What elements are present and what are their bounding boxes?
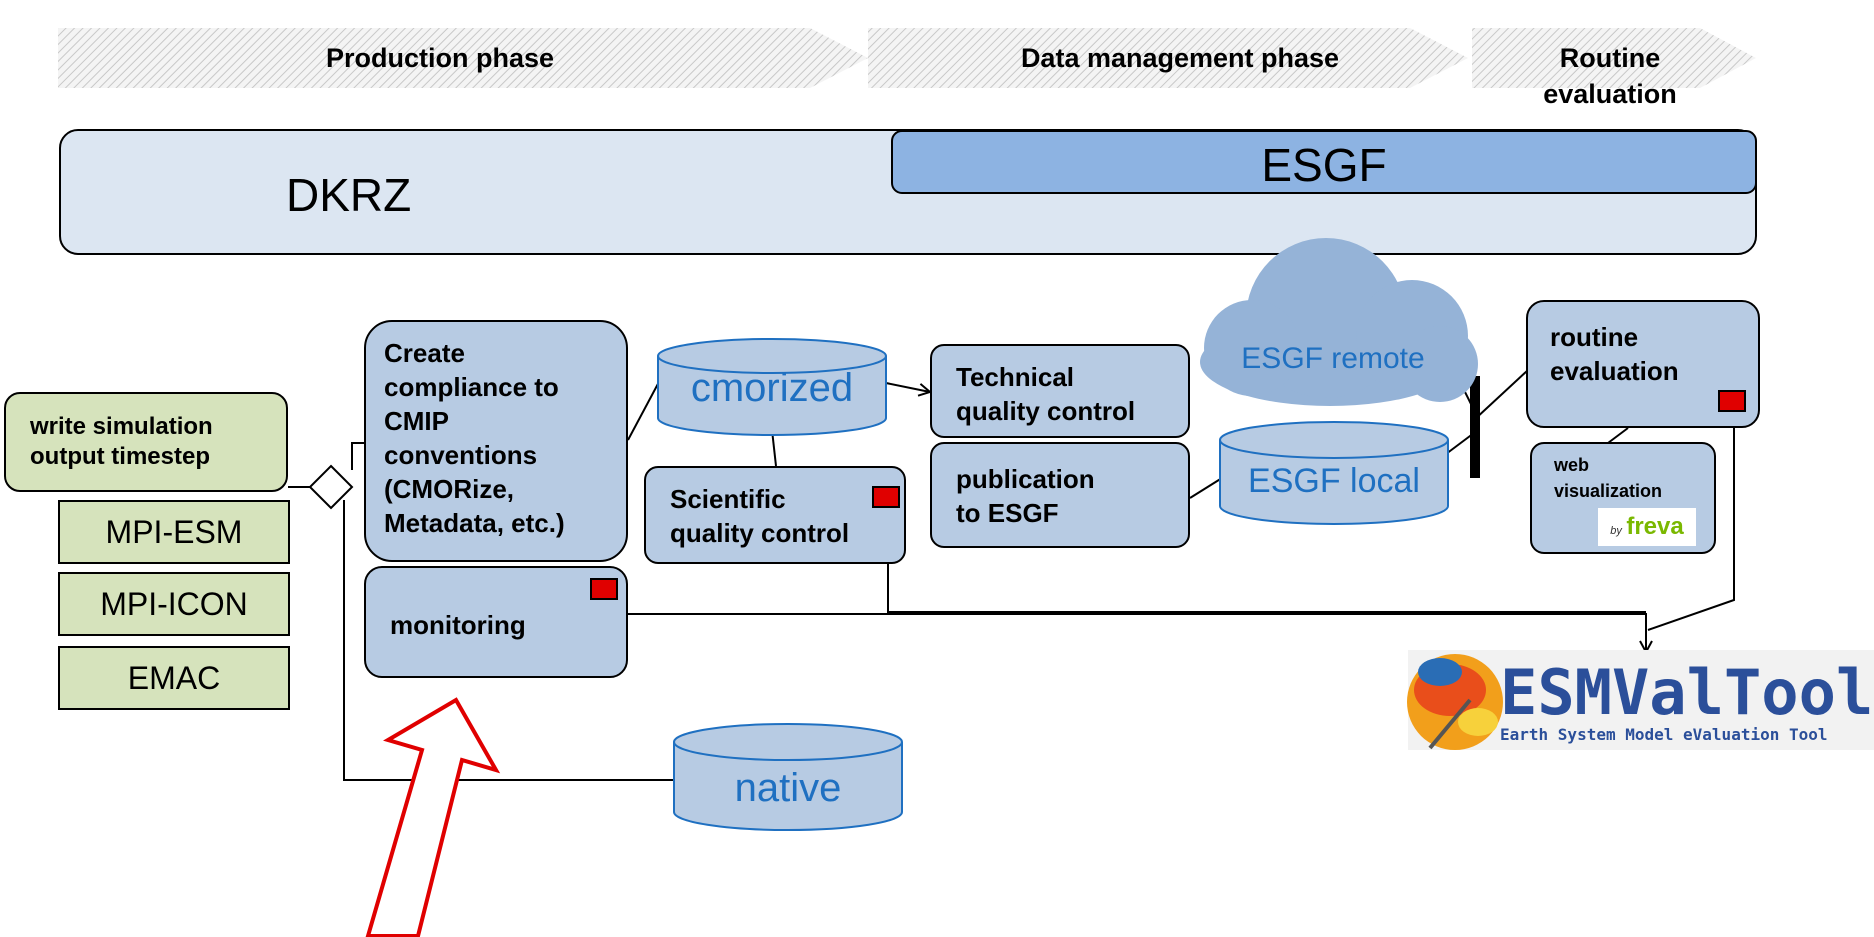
scientific-qc-box: Scientific quality control <box>644 466 906 564</box>
write-output-line-2: output timestep <box>30 443 210 470</box>
create-compliance-line-4: conventions <box>384 440 538 470</box>
esgf-local-cylinder <box>1219 421 1449 525</box>
routine-evaluation-line-1: Routine <box>1559 43 1661 73</box>
scientific-qc-line-2: quality control <box>670 518 850 548</box>
create-compliance-line-6: Metadata, etc.) <box>384 508 565 538</box>
native-label: native <box>734 766 842 810</box>
scientific-qc-line-1: Scientific <box>670 484 786 514</box>
highlight-arrow <box>365 697 501 937</box>
scientific-qc-flag <box>872 486 900 508</box>
model-mpi-esm: MPI-ESM <box>58 500 290 564</box>
esgf-remote-label: ESGF remote <box>1241 342 1425 375</box>
publication-line-1: publication <box>956 464 1095 494</box>
monitoring-label: monitoring <box>390 610 526 640</box>
model-emac: EMAC <box>58 646 290 710</box>
cmorized-cylinder <box>657 338 887 436</box>
esmvaltool-title: ESMValTool <box>1500 656 1873 729</box>
model-mpi-icon: MPI-ICON <box>58 572 290 636</box>
access-bar <box>1470 376 1480 478</box>
create-compliance-line-1: Create <box>384 338 465 368</box>
cmorized-label: cmorized <box>690 366 854 410</box>
monitoring-box: monitoring <box>364 566 628 678</box>
branch-diamond <box>308 464 354 510</box>
web-visualization-line-1: web <box>1554 455 1590 475</box>
routine-evaluation-line-2: evaluation <box>1543 79 1677 109</box>
esmvaltool-subtitle: Earth System Model eValuation Tool <box>1500 725 1828 744</box>
esmvaltool-logo: ESMValTool Earth System Model eValuation… <box>1407 650 1874 750</box>
dkrz-label: DKRZ <box>286 169 412 221</box>
routine-evaluation-phase-label: Routine evaluation <box>1520 40 1700 112</box>
esgf-band <box>891 130 1757 194</box>
monitoring-flag <box>590 578 618 600</box>
write-output-line-1: write simulation <box>30 413 213 440</box>
esgf-remote-cloud <box>1200 238 1478 406</box>
esgf-local-label: ESGF local <box>1248 462 1420 500</box>
native-cylinder <box>673 723 903 831</box>
data-management-phase-arrow <box>868 28 1468 88</box>
routine-evaluation-box: routine evaluation <box>1526 300 1760 428</box>
production-phase-arrow <box>58 28 868 88</box>
write-output-box: write simulation output timestep <box>4 392 288 492</box>
routine-evaluation-box-line-2: evaluation <box>1550 356 1679 386</box>
publication-line-2: to ESGF <box>956 498 1059 528</box>
technical-qc-line-2: quality control <box>956 396 1136 426</box>
web-visualization-line-2: visualization <box>1554 481 1663 501</box>
data-management-phase-label: Data management phase <box>1020 43 1340 73</box>
freva-logo: by freva <box>1598 508 1696 546</box>
production-phase-label: Production phase <box>325 43 555 73</box>
technical-qc-box: Technical quality control <box>930 344 1190 438</box>
routine-evaluation-box-line-1: routine <box>1550 322 1639 352</box>
create-compliance-line-3: CMIP <box>384 406 449 436</box>
routine-evaluation-flag <box>1718 390 1746 412</box>
technical-qc-line-1: Technical <box>956 362 1075 392</box>
create-compliance-line-2: compliance to <box>384 372 559 402</box>
publication-box: publication to ESGF <box>930 442 1190 548</box>
create-compliance-box: Create compliance to CMIP conventions (C… <box>364 320 628 562</box>
routine-evaluation-phase-arrow <box>1472 28 1756 88</box>
freva-text: freva <box>1626 513 1684 540</box>
freva-by-text: by <box>1610 525 1622 537</box>
create-compliance-line-5: (CMORize, <box>384 474 514 504</box>
esgf-label: ESGF <box>1261 139 1387 191</box>
